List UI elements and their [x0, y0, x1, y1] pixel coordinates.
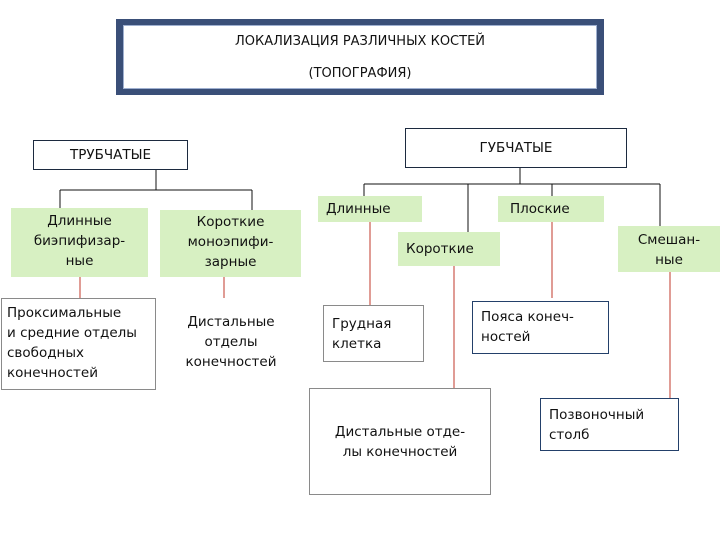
tubular-short-line3: зарные — [204, 254, 257, 270]
tubular-short-line1: Короткие — [196, 214, 265, 230]
spongy-short-location-line2: лы конечностей — [342, 444, 458, 460]
tubular-short-location-line1: Дистальные — [187, 314, 275, 330]
tubular-long-location-line2: и средние отделы — [7, 325, 137, 341]
tubular-short-location-line3: конечностей — [185, 354, 277, 370]
tubular-long-location-line1: Проксимальные — [7, 305, 122, 321]
tubular-short-box: Короткие моноэпифи- зарные — [160, 210, 301, 277]
tubular-long-box: Длинные биэпифизар- ные — [11, 208, 148, 277]
spongy-flat-location-line2: ностей — [481, 329, 531, 345]
tubular-long-line2: биэпифизар- — [33, 233, 126, 249]
tubular-long-location-box: Проксимальные и средние отделы свободных… — [1, 298, 156, 390]
spongy-mixed-line2: ные — [655, 252, 683, 268]
spongy-header: ГУБЧАТЫЕ — [405, 128, 627, 168]
spongy-flat-box: Плоские — [498, 196, 604, 222]
spongy-mixed-location-line2: столб — [549, 427, 590, 443]
title-line2: (ТОПОГРАФИЯ) — [308, 66, 412, 81]
spongy-long-location-line2: клетка — [332, 336, 382, 352]
tubular-short-location-line2: отделы — [204, 334, 258, 350]
spongy-flat-location-box: Пояса конеч- ностей — [472, 301, 609, 354]
tubular-short-line2: моноэпифи- — [187, 234, 274, 250]
spongy-long-location-box: Грудная клетка — [323, 305, 424, 362]
spongy-short-location-box: Дистальные отде- лы конечностей — [309, 388, 491, 495]
spongy-short-location-line1: Дистальные отде- — [334, 424, 466, 440]
spongy-flat-location-line1: Пояса конеч- — [481, 309, 574, 325]
spongy-long-box: Длинные — [318, 196, 422, 222]
spongy-short-box: Короткие — [398, 232, 500, 266]
title-box: ЛОКАЛИЗАЦИЯ РАЗЛИЧНЫХ КОСТЕЙ (ТОПОГРАФИЯ… — [123, 25, 597, 89]
tubular-long-line3: ные — [65, 253, 94, 269]
spongy-mixed-location-line1: Позвоночный — [549, 407, 645, 423]
tubular-short-location: Дистальные отделы конечностей — [170, 312, 292, 384]
spongy-mixed-box: Смешан- ные — [618, 226, 720, 272]
title-line1: ЛОКАЛИЗАЦИЯ РАЗЛИЧНЫХ КОСТЕЙ — [234, 34, 486, 49]
tubular-header: ТРУБЧАТЫЕ — [33, 140, 188, 170]
spongy-mixed-line1: Смешан- — [637, 232, 701, 248]
spongy-mixed-location-box: Позвоночный столб — [540, 398, 679, 451]
tubular-long-location-line3: свободных — [7, 345, 85, 361]
spongy-long-location-line1: Грудная — [332, 316, 392, 332]
tubular-long-line1: Длинные — [47, 213, 112, 229]
tubular-long-location-line4: конечностей — [7, 365, 98, 381]
